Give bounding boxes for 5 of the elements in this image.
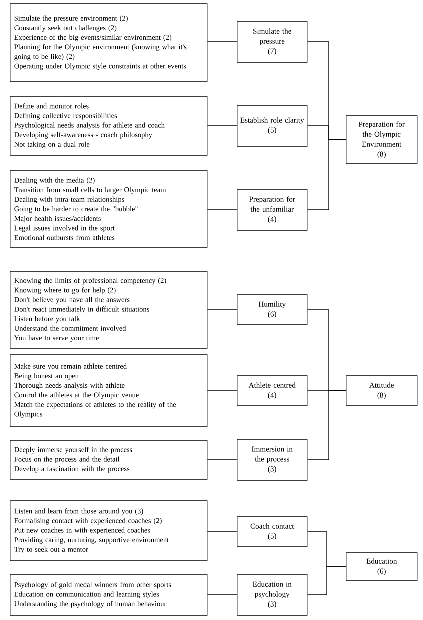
connector-line (207, 594, 238, 596)
connector-line (307, 140, 346, 210)
connector-line (307, 566, 346, 596)
connector-line (207, 390, 238, 392)
connector-line (307, 390, 346, 460)
